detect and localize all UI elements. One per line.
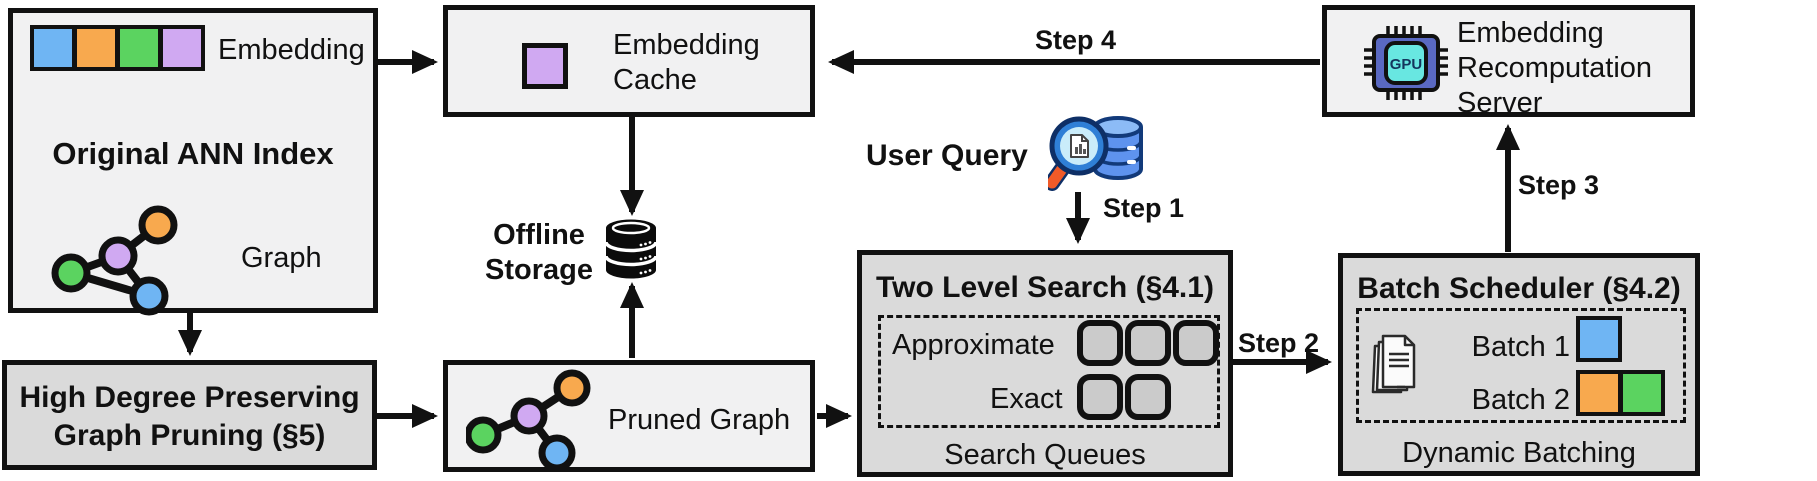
approximate-queue-slots [1077,320,1219,366]
queue-slot [1125,320,1171,366]
embedding-cell-purple [163,29,201,67]
gpu-text: GPU [1390,56,1423,73]
pruned-graph-label: Pruned Graph [608,404,791,436]
recomputation-server-box: GPU Embedding Recomputation Server [1322,5,1695,119]
embedding-cell-blue [34,29,72,67]
exact-queue-slots [1077,374,1171,420]
queue-slot [1077,320,1123,366]
batch1-embedding-icon [1576,316,1622,362]
dynamic-batching-footer: Dynamic Batching [1402,437,1636,469]
cached-embedding-icon [522,43,568,89]
pruned-graph-icon [466,369,611,469]
batch1-label: Batch 1 [1471,331,1570,363]
exact-label: Exact [990,383,1063,415]
batch-scheduler-title: Batch Scheduler (§4.2) [1357,272,1681,305]
dynamic-batching-region [1356,308,1686,423]
documents-stack-icon [1371,332,1423,396]
two-level-search-title: Two Level Search (§4.1) [876,271,1214,304]
two-level-search-box: Two Level Search (§4.1) Approximate Exac… [857,250,1233,477]
batch2-cell-green [1623,374,1661,412]
gpu-chip-icon: GPU [1360,24,1452,102]
queue-slot [1173,320,1219,366]
embedding-cell-green [120,29,158,67]
offline-storage-database-icon [604,218,658,280]
pruned-graph-box: Pruned Graph [443,360,815,472]
original-ann-index-box: Embedding Original ANN Index Graph [8,8,378,316]
embedding-cache-label: Embedding Cache [613,29,760,96]
graph-label: Graph [241,242,322,274]
search-queues-footer: Search Queues [944,439,1146,471]
search-queues-region [878,315,1220,428]
batch-scheduler-box: Batch Scheduler (§4.2) Batch 1 Batch 2 D… [1338,253,1700,476]
step4-label: Step 4 [1035,25,1117,55]
queue-slot [1077,374,1123,420]
graph-pruning-box: High Degree Preserving Graph Pruning (§5… [2,360,377,470]
embedding-cache-box: Embedding Cache [443,5,815,117]
graph-icon [43,198,183,316]
step1-label: Step 1 [1103,193,1185,223]
user-query-label: User Query [866,139,1028,172]
batch2-cell-orange [1580,374,1618,412]
approximate-label: Approximate [892,329,1055,361]
step3-label: Step 3 [1518,170,1600,200]
recomputation-server-label: Embedding Recomputation Server [1457,17,1653,119]
batch1-cell-blue [1580,320,1618,358]
ann-index-title: Original ANN Index [52,136,334,171]
graph-pruning-title: High Degree Preserving Graph Pruning (§5… [19,381,360,452]
embedding-vector-icon [30,25,205,71]
queue-slot [1125,374,1171,420]
user-query-search-icon [1048,112,1148,204]
embedding-cell-orange [77,29,115,67]
offline-storage-label: Offline Storage [485,219,593,286]
step2-label: Step 2 [1238,328,1320,358]
batch2-embedding-icon [1576,370,1665,416]
batch2-label: Batch 2 [1471,384,1570,416]
embedding-label: Embedding [218,34,365,66]
